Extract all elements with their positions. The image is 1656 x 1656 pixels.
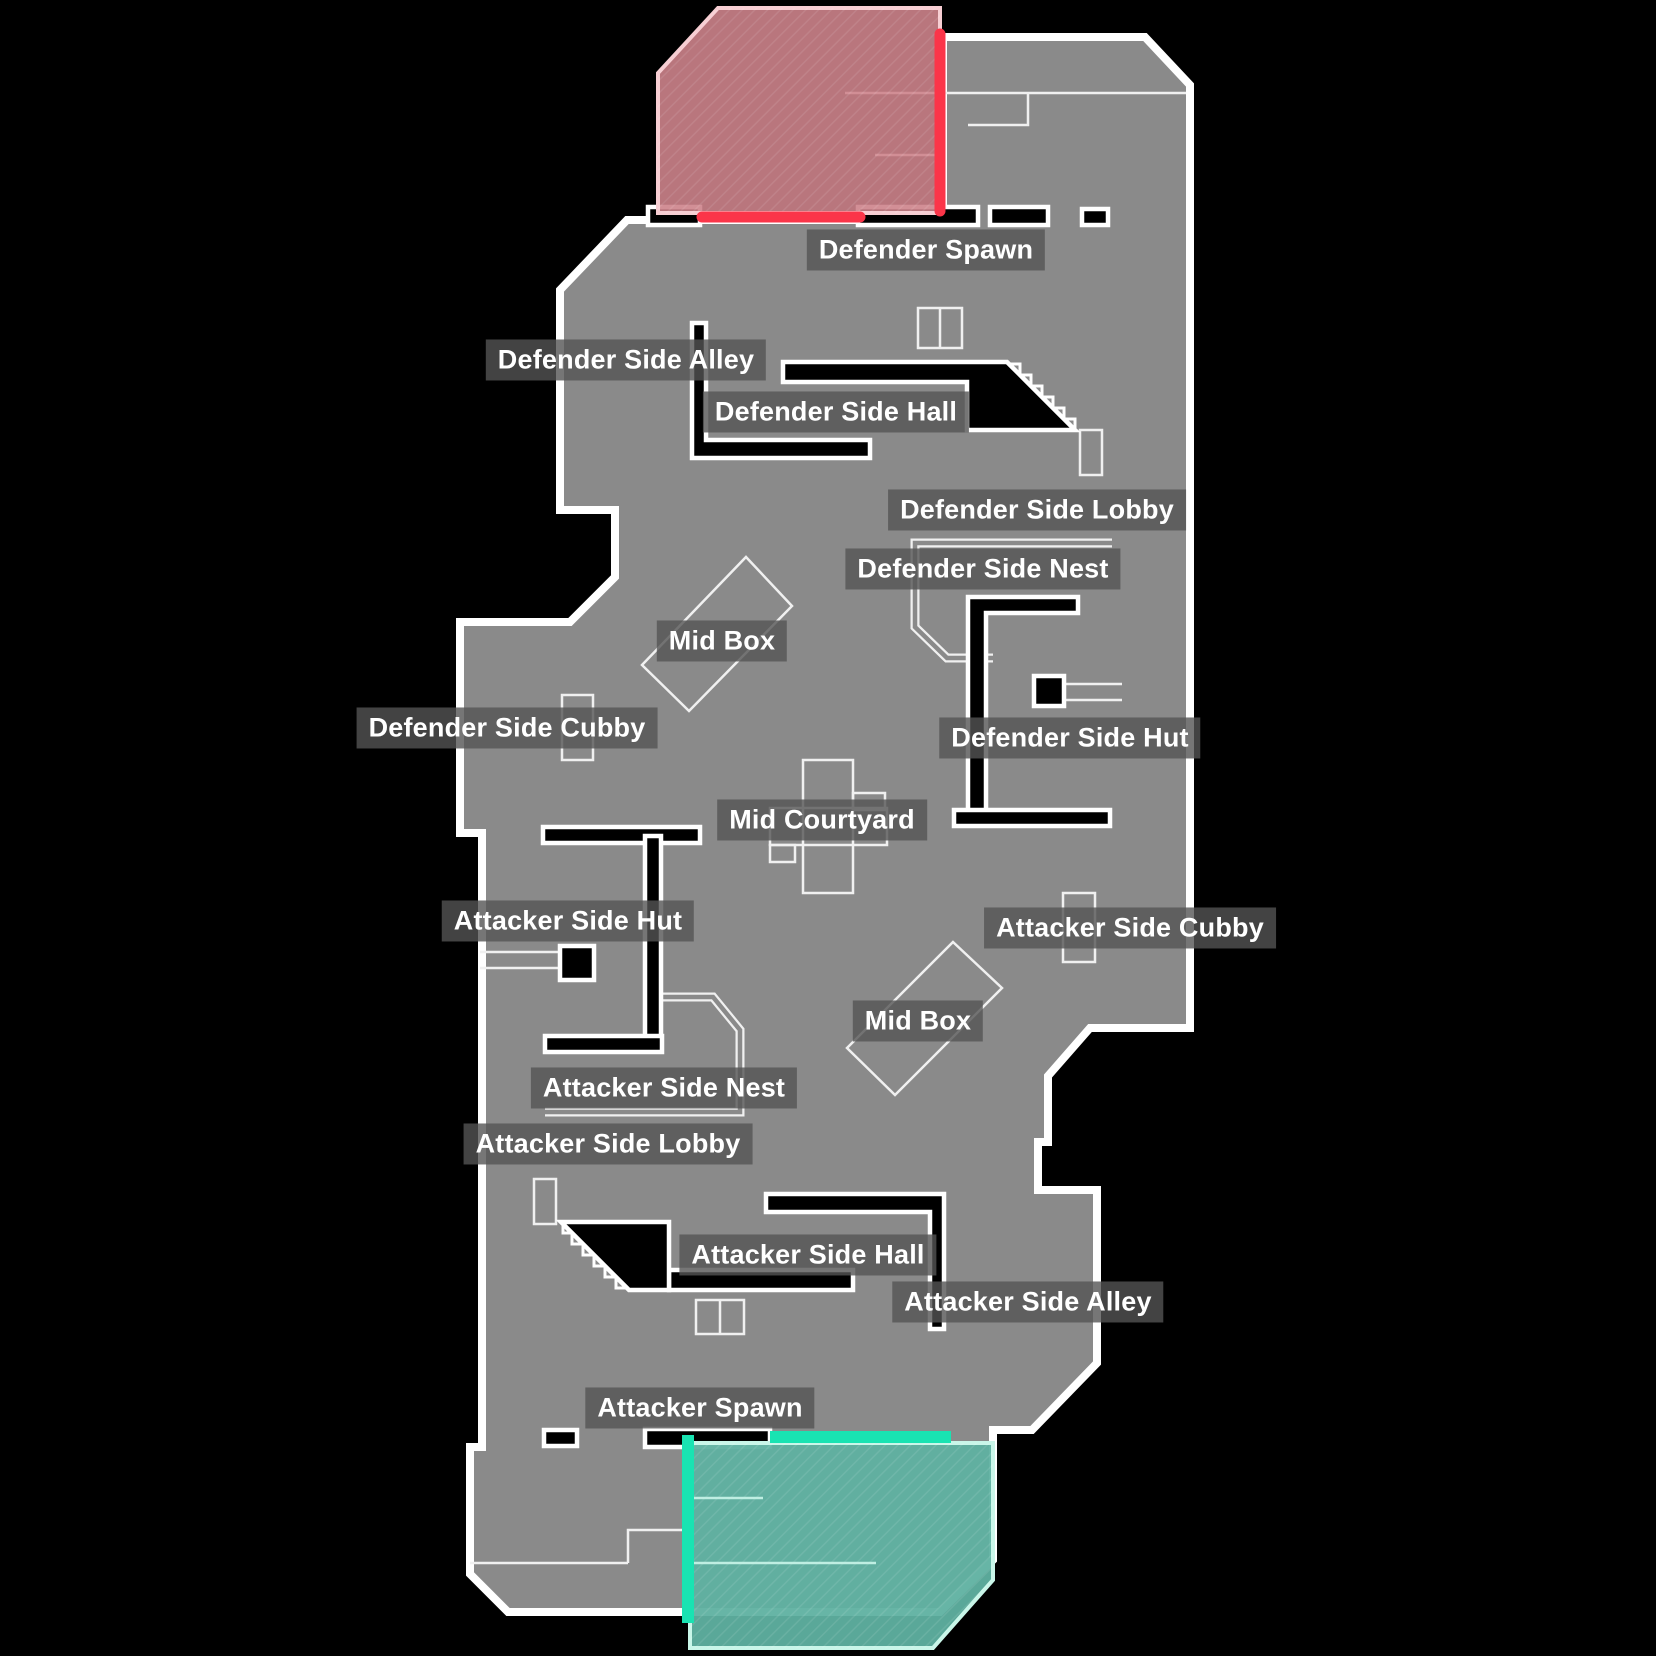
defender-alley-wall bbox=[689, 320, 873, 461]
attacker-hut-vert-wall bbox=[642, 833, 664, 1053]
attacker-spawn-zone-hatch bbox=[690, 1443, 993, 1648]
spawn-step-line-top2 bbox=[968, 93, 1030, 127]
attacker-spawn-door-marker bbox=[541, 1427, 580, 1449]
attacker-hut-box bbox=[557, 943, 597, 983]
defender-stair-steps bbox=[1009, 362, 1077, 428]
defender-stairs-box bbox=[1078, 428, 1104, 477]
nest-outlines bbox=[545, 538, 1112, 1117]
defender-spawn-zone-hatch bbox=[658, 8, 940, 213]
stair-steps bbox=[561, 362, 1077, 1290]
attacker-alley-boxes bbox=[694, 1298, 746, 1336]
attacker-spawn-steps bbox=[470, 1528, 690, 1565]
attacker-hut-lines bbox=[480, 950, 560, 970]
spawn-zones bbox=[656, 6, 995, 1650]
attacker-hut-top-wall bbox=[540, 824, 703, 846]
defender-hut-box bbox=[1031, 673, 1067, 709]
attacker-hut-bottom-wall bbox=[542, 1033, 665, 1055]
defender-spawn-door-marker bbox=[1079, 206, 1111, 228]
defender-alley-boxes bbox=[916, 306, 964, 350]
defender-hut-t-wall bbox=[951, 807, 1113, 829]
defender-hut-lines bbox=[1064, 682, 1122, 702]
attacker-hall-bottom-wall bbox=[666, 1267, 856, 1293]
attacker-zone-steps bbox=[692, 1496, 876, 1565]
attacker-hall-wall bbox=[763, 1191, 947, 1332]
attacker-stair-steps bbox=[561, 1224, 627, 1290]
spawn-barriers bbox=[682, 28, 951, 1623]
attacker-stairs-box bbox=[532, 1177, 558, 1226]
defender-spawn-wall-3 bbox=[987, 204, 1051, 228]
